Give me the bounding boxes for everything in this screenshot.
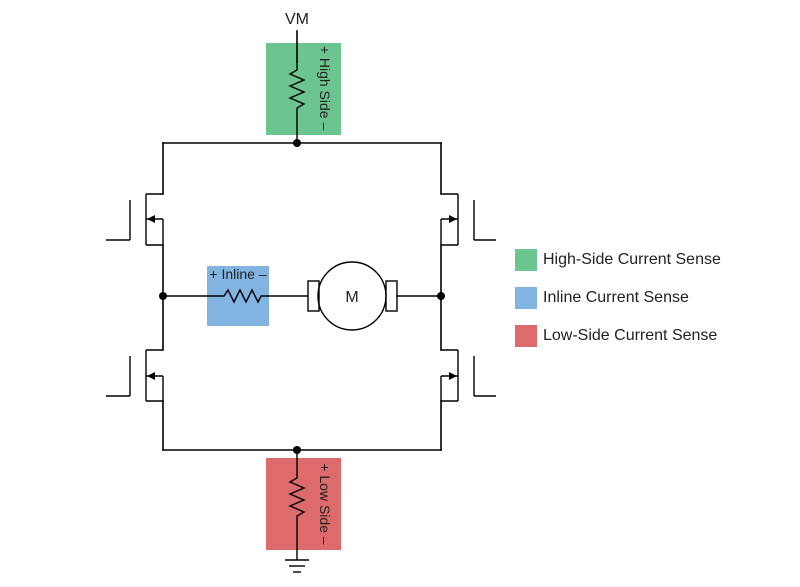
- low-side-label: + Low Side –: [317, 463, 333, 545]
- legend-item-low-side: Low-Side Current Sense: [515, 323, 721, 349]
- legend-item-high-side: High-Side Current Sense: [515, 247, 721, 273]
- low-side-resistor: [288, 450, 306, 560]
- right-low-side-mosfet: [440, 349, 496, 402]
- left-high-side-mosfet: [106, 193, 164, 246]
- motor-label: M: [345, 289, 358, 306]
- legend-swatch-inline: [515, 287, 537, 309]
- left-low-side-mosfet: [106, 349, 164, 402]
- ground-icon: [285, 559, 309, 573]
- legend: High-Side Current Sense Inline Current S…: [515, 247, 721, 361]
- legend-label-inline: Inline Current Sense: [543, 289, 689, 306]
- legend-swatch-low-side: [515, 325, 537, 347]
- top-junction: [293, 139, 301, 147]
- legend-swatch-high-side: [515, 249, 537, 271]
- high-side-resistor: [288, 62, 306, 143]
- inline-resistor: [219, 288, 308, 304]
- high-side-sense-region: [266, 43, 341, 135]
- vm-label: VM: [285, 11, 309, 28]
- inline-label: + Inline –: [209, 266, 266, 282]
- legend-label-low-side: Low-Side Current Sense: [543, 327, 718, 344]
- low-side-sense-region: [266, 458, 341, 550]
- high-side-label: + High Side –: [317, 46, 333, 131]
- legend-label-high-side: High-Side Current Sense: [543, 251, 721, 268]
- right-high-side-mosfet: [440, 193, 496, 246]
- legend-item-inline: Inline Current Sense: [515, 285, 721, 311]
